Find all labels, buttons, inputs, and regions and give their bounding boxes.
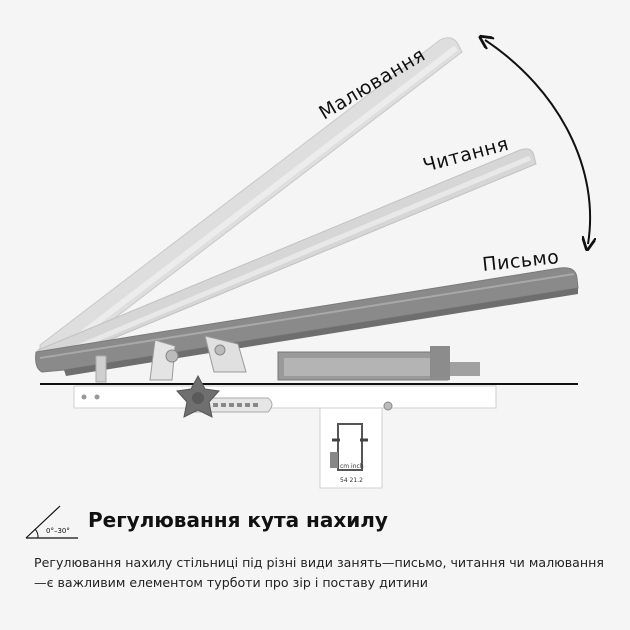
feature-title: Регулювання кута нахилу xyxy=(88,508,388,532)
description-line-1: Регулювання нахилу стільниці під різні в… xyxy=(34,555,604,570)
tilt-range-arrow xyxy=(485,40,590,244)
frame-rail xyxy=(73,385,497,411)
feature-description: Регулювання нахилу стільниці під різні в… xyxy=(34,553,609,593)
feature-heading: 0°–30° Регулювання кута нахилу xyxy=(24,500,614,550)
scale-units-label: cm inch xyxy=(340,463,364,470)
desk-leg xyxy=(319,407,383,489)
scale-values-label: 54 21.2 xyxy=(340,477,363,484)
description-line-2: —є важливим елементом турботи про зір і … xyxy=(34,575,428,590)
tilt-mechanism xyxy=(95,335,247,383)
desk-top-drawing-position xyxy=(39,37,463,361)
angle-icon: 0°–30° xyxy=(25,505,78,539)
tilt-adjustment-slot xyxy=(194,397,273,413)
angle-range-label: 0°–30° xyxy=(46,527,70,535)
desk-tilt-illustration: cm inch 54 21.2 Малювання Читання Письмо xyxy=(35,0,630,489)
star-knob xyxy=(175,374,221,418)
storage-tray xyxy=(277,346,480,381)
